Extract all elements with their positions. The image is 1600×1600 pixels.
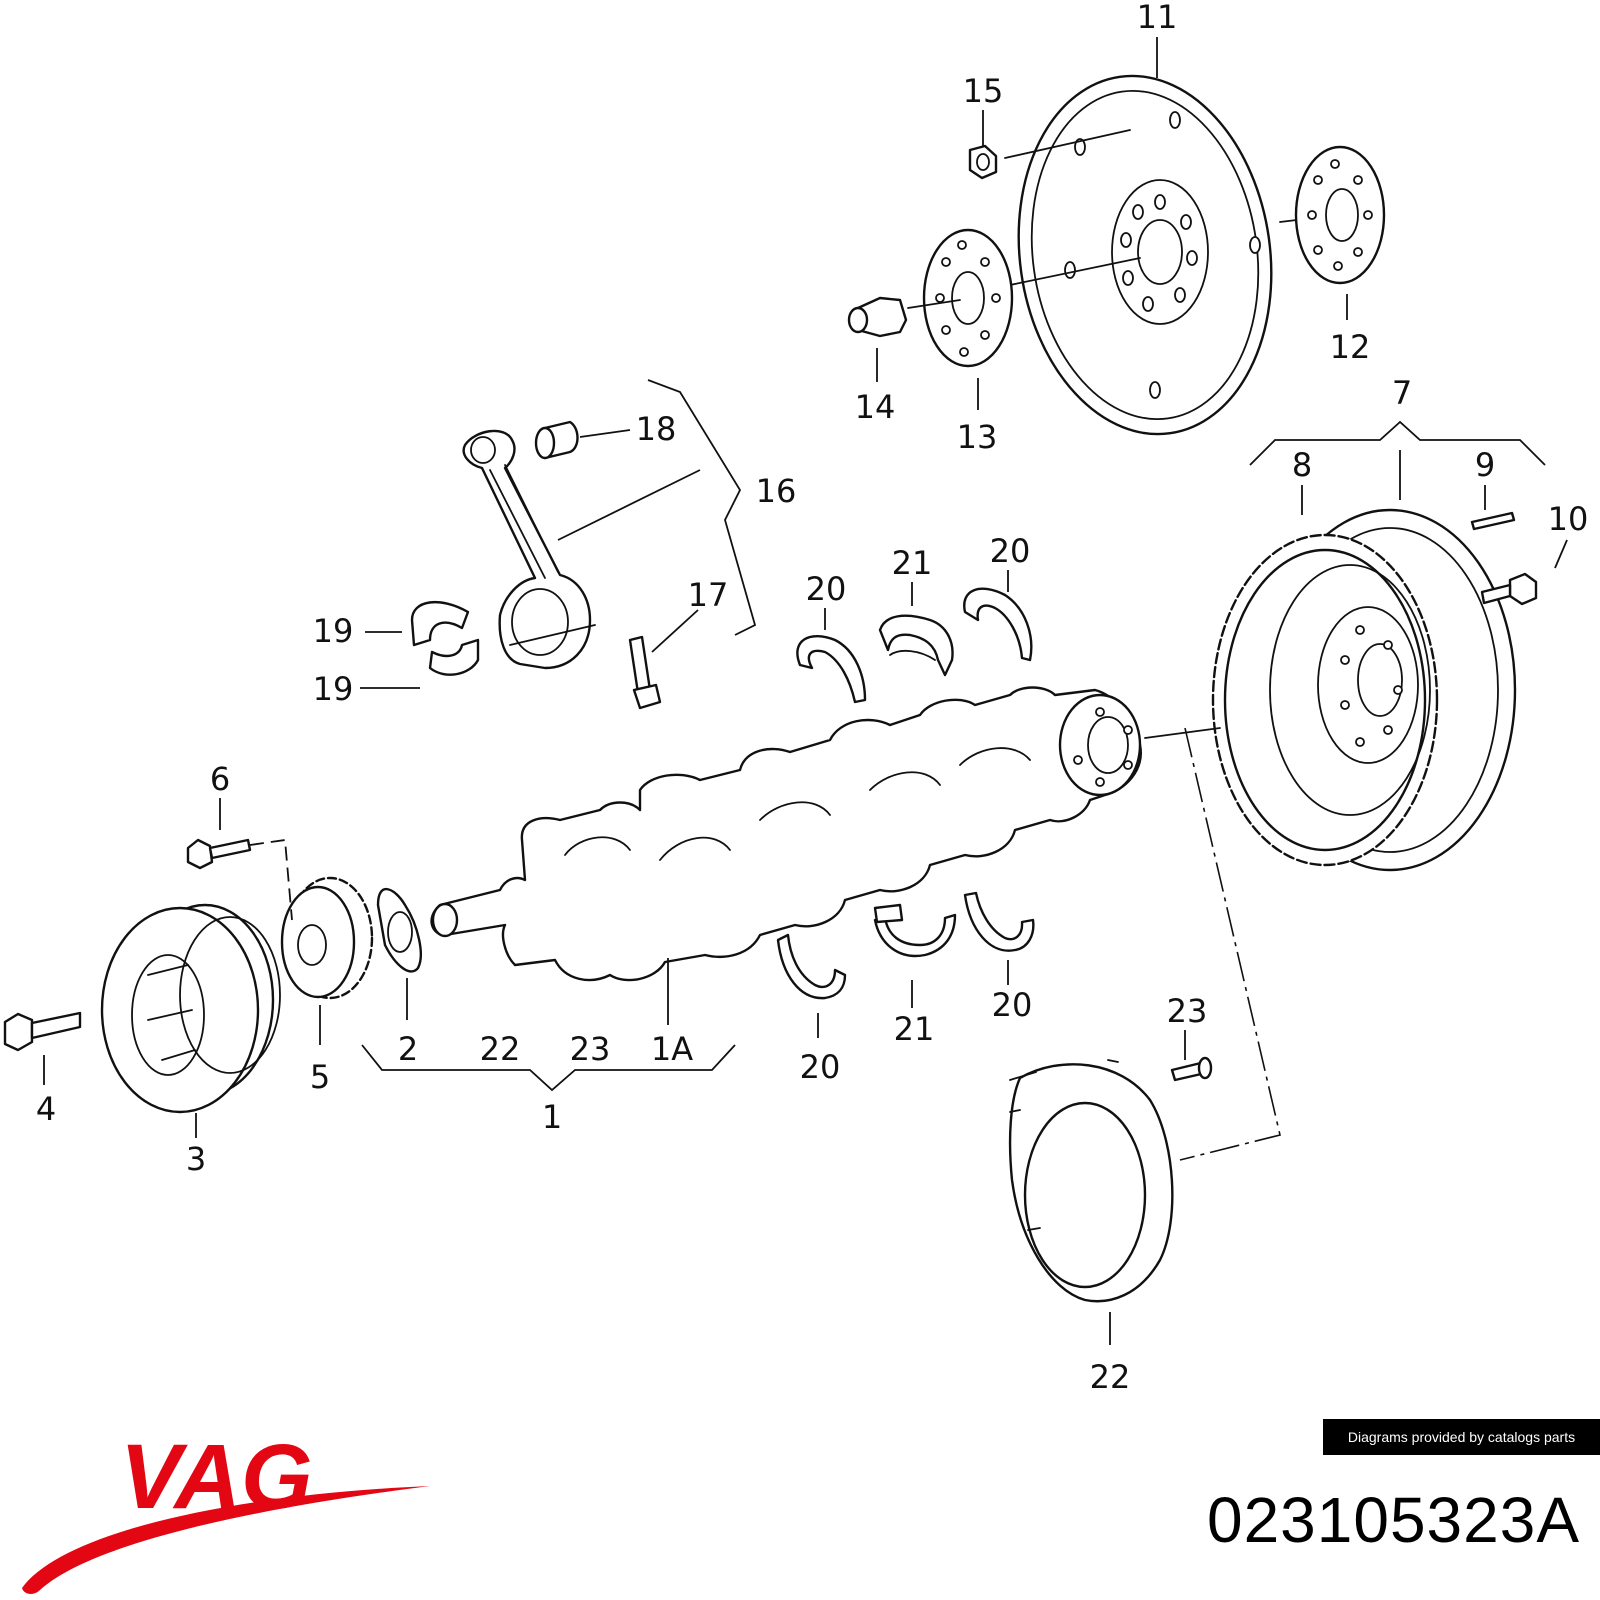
callout-20-upper-right: 20: [990, 532, 1031, 570]
oil-seal-flange: [376, 888, 422, 973]
shim-plate-left: [907, 228, 1014, 368]
connecting-rod: [462, 429, 596, 670]
counterweight-plate: [1008, 1059, 1174, 1303]
flywheel-bolt: [1480, 572, 1538, 606]
callout-20-lower-left: 20: [800, 1048, 841, 1086]
vag-logo: VAG: [22, 1440, 430, 1594]
part-number: 023105323A: [1206, 1484, 1580, 1556]
callout-6: 6: [210, 760, 230, 798]
callout-22-plate: 22: [1090, 1358, 1131, 1396]
logo-swoosh: [22, 1486, 430, 1594]
callout-22-crank: 22: [480, 1030, 521, 1068]
plate-bolt: [1170, 1056, 1213, 1082]
dowel-pin: [1470, 511, 1516, 531]
sprocket-bolt: [186, 838, 293, 921]
callout-4: 4: [36, 1090, 56, 1128]
callout-21-lower: 21: [894, 1010, 935, 1048]
dual-mass-flywheel: [1211, 508, 1517, 872]
callout-1A: 1A: [651, 1030, 693, 1068]
callout-7: 7: [1392, 374, 1412, 412]
upper-thrust-washers: [796, 587, 1033, 704]
callout-10: 10: [1548, 500, 1589, 538]
callout-18: 18: [636, 410, 677, 448]
brand-name: VAG: [120, 1440, 313, 1528]
callout-12: 12: [1330, 328, 1371, 366]
callout-23-plate: 23: [1167, 992, 1208, 1030]
callout-1: 1: [542, 1098, 562, 1136]
callout-13: 13: [957, 418, 998, 456]
callout-14: 14: [855, 388, 896, 426]
crankshaft-sprocket: [280, 876, 374, 1000]
drive-plate: [1004, 74, 1331, 436]
callout-3: 3: [186, 1140, 206, 1178]
callout-8: 8: [1292, 446, 1312, 484]
diagram-credit-banner: Diagrams provided by catalogs parts: [1323, 1419, 1600, 1455]
pilot-bush: [847, 296, 908, 338]
callout-11: 11: [1137, 0, 1178, 36]
shim-plate-right: [1294, 145, 1386, 285]
belt-pulley: [100, 903, 281, 1114]
callout-20-lower-right: 20: [992, 986, 1033, 1024]
callout-17: 17: [688, 576, 729, 614]
con-rod-bolt: [628, 635, 662, 710]
callout-23-crank: 23: [570, 1030, 611, 1068]
callout-15: 15: [963, 72, 1004, 110]
assembly-centerline: [1179, 727, 1281, 1161]
crankshaft: [430, 686, 1221, 982]
small-end-bush: [534, 420, 579, 460]
leader-lines: [43, 37, 1568, 1345]
callout-9: 9: [1475, 446, 1495, 484]
callout-2: 2: [398, 1030, 418, 1068]
lower-thrust-washers: [776, 891, 1035, 1000]
callout-20-upper-left: 20: [806, 570, 847, 608]
callout-19-upper: 19: [313, 612, 354, 650]
nut: [968, 144, 998, 180]
conrod-bearing-shells: [410, 600, 480, 676]
callout-16: 16: [756, 472, 797, 510]
callout-5: 5: [310, 1058, 330, 1096]
callout-19-lower: 19: [313, 670, 354, 708]
pulley-bolt: [3, 1011, 82, 1052]
callout-21-upper: 21: [892, 544, 933, 582]
callout-labels: 11 15 12 14 13 7 8 9 10 18 16 17 19 19 2…: [36, 0, 1589, 1396]
